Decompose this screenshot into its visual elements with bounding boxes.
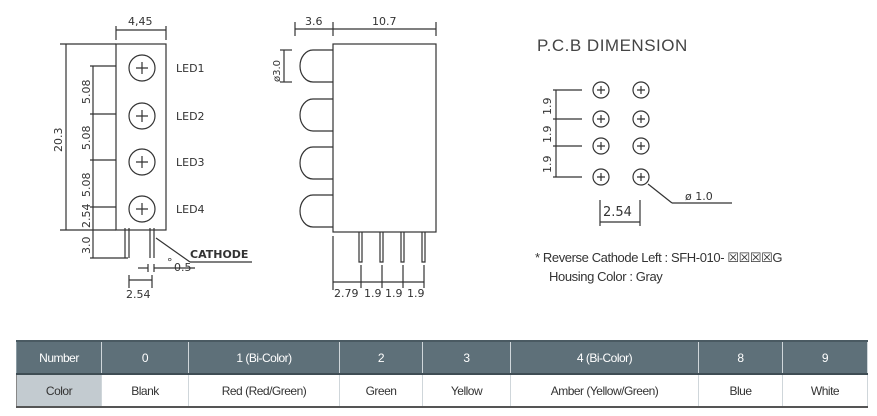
table-row: Color Blank Red (Red/Green) Green Yellow… xyxy=(16,373,868,408)
body-depth-dim: 10.7 xyxy=(372,15,397,28)
table-cell: Green xyxy=(339,373,423,408)
lens-protrusion-dim: 3.6 xyxy=(305,15,323,28)
pin-spacing-dim-4: 1.9 xyxy=(407,287,425,300)
table-cell: 8 xyxy=(698,340,783,375)
table-cell: Red (Red/Green) xyxy=(188,373,340,408)
lens-2 xyxy=(299,98,333,132)
led3-label: LED3 xyxy=(176,156,205,169)
table-cell: 2 xyxy=(339,340,423,375)
led2-label: LED2 xyxy=(176,110,205,123)
technical-drawing: 4,45 20.3 5.08 5.08 5.08 2.54 3.0 2.54 °… xyxy=(52,15,732,301)
pin-width-prefix: ° xyxy=(167,256,173,269)
note-line-2: Housing Color : Gray xyxy=(549,269,663,284)
pcb-hole-diameter: ø 1.0 xyxy=(685,190,713,203)
lens-1 xyxy=(299,49,333,83)
front-height-dim: 20.3 xyxy=(52,128,65,153)
front-width-dim: 4,45 xyxy=(128,15,153,28)
ordering-note: * Reverse Cathode Left : SFH-010- ☒☒☒☒G … xyxy=(535,248,782,286)
lens-4 xyxy=(299,194,333,228)
table-cell: Yellow xyxy=(422,373,511,408)
table-cell: Blank xyxy=(101,373,189,408)
table-cell: 1 (Bi-Color) xyxy=(188,340,340,375)
pcb-row-pitch-2: 1.9 xyxy=(541,126,554,144)
led2-circle xyxy=(128,102,156,130)
table-cell: White xyxy=(782,373,868,408)
table-cell: Amber (Yellow/Green) xyxy=(510,373,699,408)
pitch-dim-1: 5.08 xyxy=(80,80,93,105)
table-cell: Color xyxy=(16,373,102,408)
table-cell: Blue xyxy=(698,373,783,408)
note-line-1: * Reverse Cathode Left : SFH-010- ☒☒☒☒G xyxy=(535,250,783,265)
table-header-row: Number 0 1 (Bi-Color) 2 3 4 (Bi-Color) 8… xyxy=(16,340,868,375)
led1-label: LED1 xyxy=(176,62,205,75)
led1-circle xyxy=(128,54,156,82)
table-cell: 0 xyxy=(101,340,189,375)
led4-label: LED4 xyxy=(176,203,205,216)
table-cell: 4 (Bi-Color) xyxy=(510,340,699,375)
pin-width-dim: 0.5 xyxy=(174,261,192,274)
led4-circle xyxy=(128,195,156,223)
pin-spacing-dim: 2.54 xyxy=(126,288,151,301)
pitch-dim-4: 2.54 xyxy=(80,204,93,229)
pitch-dim-3: 5.08 xyxy=(80,173,93,198)
pcb-row-pitch-3: 1.9 xyxy=(541,156,554,174)
pcb-row-pitch-1: 1.9 xyxy=(541,98,554,116)
led3-circle xyxy=(128,148,156,176)
pitch-dim-2: 5.08 xyxy=(80,126,93,151)
front-housing xyxy=(115,43,167,231)
lens-3 xyxy=(299,146,333,180)
table-cell: 9 xyxy=(782,340,868,375)
pin-length-dim: 3.0 xyxy=(80,237,93,255)
cathode-label: CATHODE xyxy=(190,248,248,261)
table-cell: Number xyxy=(16,340,102,375)
pcb-holes xyxy=(592,81,650,186)
pin-spacing-dim-2: 1.9 xyxy=(364,287,382,300)
pcb-column-spacing: 2.54 xyxy=(603,205,632,220)
table-cell: 3 xyxy=(422,340,511,375)
side-housing xyxy=(332,43,437,233)
pcb-title: P.C.B DIMENSION xyxy=(537,36,688,55)
lens-diameter-dim: ø3.0 xyxy=(272,60,283,82)
pin-spacing-dim-3: 1.9 xyxy=(385,287,403,300)
color-code-table: Number 0 1 (Bi-Color) 2 3 4 (Bi-Color) 8… xyxy=(16,340,868,408)
pin-spacing-dim-1: 2.79 xyxy=(334,287,359,300)
